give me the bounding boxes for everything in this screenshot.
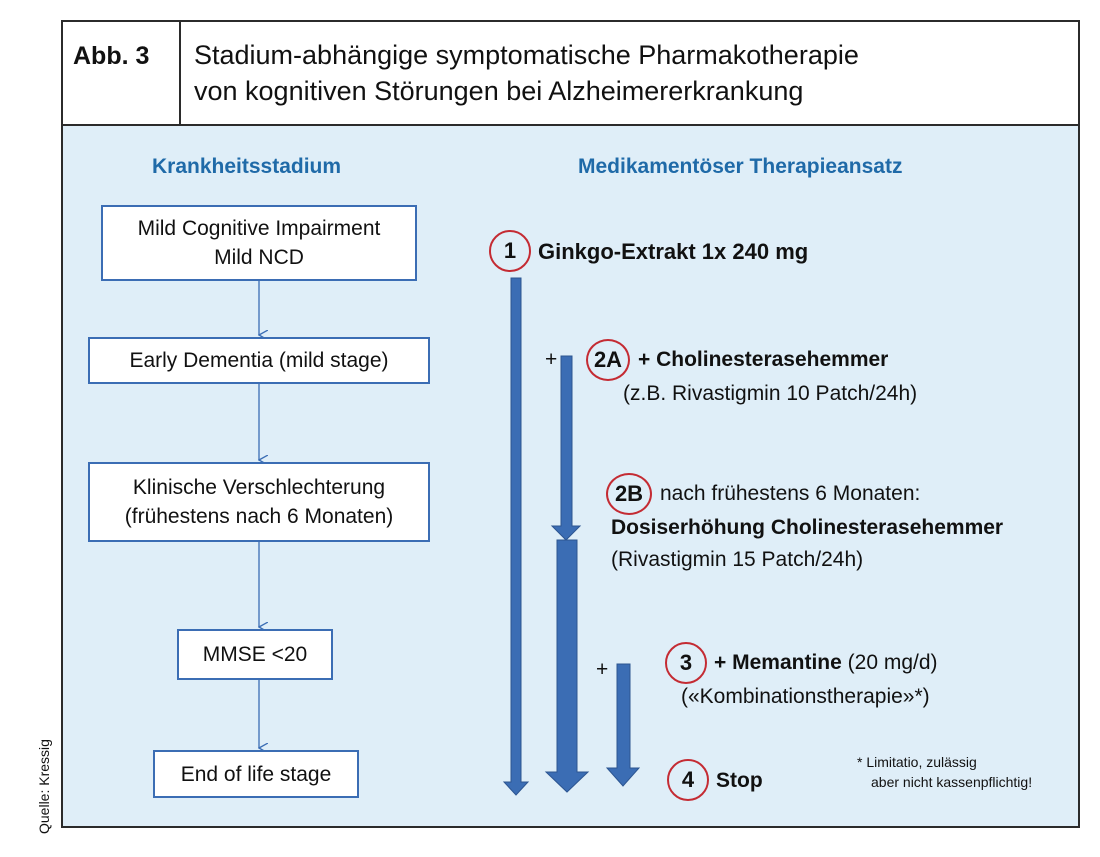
figure-header: Abb. 3 Stadium-abhängige symptomatische … (63, 22, 1078, 126)
step-4-circle: 4 (667, 759, 709, 801)
column-heading-stage: Krankheitsstadium (152, 155, 342, 178)
step-3-sub: («Kombinationstherapie»*) (681, 685, 930, 708)
arrow-ginkgo (502, 277, 530, 796)
step-1-text: Ginkgo-Extrakt 1x 240 mg (538, 239, 809, 264)
figure-label: Abb. 3 (63, 22, 181, 124)
arrow-dose-increase (544, 539, 590, 793)
step-2a-sub: (z.B. Rivastigmin 10 Patch/24h) (623, 382, 918, 405)
step-2a-text: + Cholinesterasehemmer (638, 348, 889, 371)
step-2b-bold: Dosiserhöhung Cholinesterasehemmer (611, 516, 1004, 539)
step-3-bold: + Memantine (714, 651, 842, 674)
step-2a-plus: + (545, 348, 558, 371)
step-2b-text: nach frühestens 6 Monaten: (660, 482, 921, 505)
step-3-dose: (20 mg/d) (847, 651, 938, 674)
step-3-text: + Memantine (20 mg/d) (714, 649, 938, 677)
stage-box-end-of-life: End of life stage (153, 750, 359, 798)
step-2b-circle: 2B (606, 473, 652, 515)
footnote-line-2: aber nicht kassenpflichtig! (871, 774, 1033, 790)
stage-mci-line2: Mild NCD (214, 246, 304, 269)
stage-box-mci: Mild Cognitive Impairment Mild NCD (101, 205, 417, 281)
title-line-2: von kognitiven Störungen bei Alzheimerer… (194, 76, 804, 106)
stage-box-clinical-worsening: Klinische Verschlechterung (frühestens n… (88, 462, 430, 542)
arrow-cholinesterase (550, 355, 582, 541)
step-3-plus: + (596, 658, 609, 681)
step-2b-sub: (Rivastigmin 15 Patch/24h) (611, 548, 864, 571)
step-3-circle: 3 (665, 642, 707, 684)
title-line-1: Stadium-abhängige symptomatische Pharmak… (194, 40, 859, 70)
source-credit: Quelle: Kressig (36, 739, 52, 834)
stage-box-early-dementia: Early Dementia (mild stage) (88, 337, 430, 384)
column-heading-therapy: Medikamentöser Therapieansatz (578, 155, 903, 178)
stage-worsening-line2: (frühestens nach 6 Monaten) (124, 505, 394, 528)
figure-title: Stadium-abhängige symptomatische Pharmak… (194, 37, 859, 109)
stage-end-of-life-label: End of life stage (180, 762, 332, 786)
footnote-line-1: * Limitatio, zulässig (857, 754, 977, 770)
stage-early-dementia-label: Early Dementia (mild stage) (129, 349, 389, 372)
step-4-text: Stop (716, 769, 763, 792)
arrow-memantine (605, 663, 641, 787)
stage-mmse-label: MMSE <20 (202, 643, 308, 666)
stage-worsening-line1: Klinische Verschlechterung (132, 476, 386, 499)
stage-mci-line1: Mild Cognitive Impairment (137, 217, 381, 240)
step-2a-circle: 2A (586, 339, 630, 381)
step-1-circle: 1 (489, 230, 531, 272)
stage-box-mmse: MMSE <20 (177, 629, 333, 680)
